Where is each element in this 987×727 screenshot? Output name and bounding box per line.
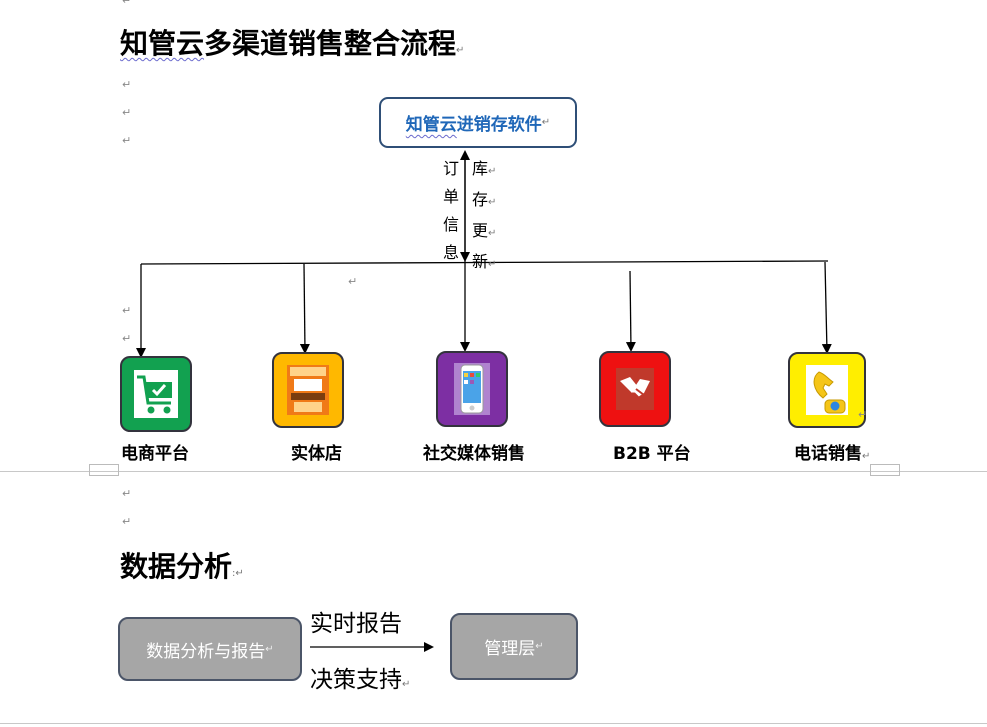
- channel-label-social: 社交媒体销售: [423, 444, 525, 464]
- page-bottom-line: [0, 723, 987, 724]
- horizontal-bus-line: [140, 260, 829, 265]
- channel-label-phone: 电话销售↵: [794, 444, 871, 464]
- label-char: 库: [472, 159, 489, 178]
- page-break-line: [0, 471, 987, 472]
- section-title-analysis: 数据分析:↵: [120, 550, 244, 583]
- software-box: 知管云进销存软件↵: [379, 97, 577, 148]
- storefront-icon: [287, 365, 329, 415]
- b2b-tile: [599, 351, 671, 427]
- section-title-text: 数据分析: [120, 550, 233, 583]
- phone-tile: [788, 352, 866, 428]
- paragraph-mark: ↵: [858, 408, 868, 421]
- paragraph-mark: ↵: [122, 332, 132, 345]
- decision-support-text: 决策支持: [310, 667, 402, 693]
- page-title: 知管云多渠道销售整合流程↵: [120, 27, 465, 60]
- label-char: 订: [443, 159, 460, 178]
- channel-label-b2b: B2B 平台: [613, 444, 691, 464]
- label-char: 新: [472, 252, 489, 271]
- channel-label-phone-text: 电话销售: [794, 444, 862, 464]
- arrow-to-store: [299, 263, 310, 354]
- management-box: 管理层↵: [450, 613, 578, 680]
- label-char: 信: [443, 215, 460, 234]
- paragraph-mark: ↵: [122, 304, 132, 317]
- paragraph-mark: ↵: [122, 134, 132, 147]
- order-info-label: 订 单 信 息: [443, 155, 463, 267]
- shopping-cart-icon: [134, 370, 178, 418]
- store-tile: [272, 352, 344, 428]
- social-tile: [436, 351, 508, 427]
- handshake-icon: [616, 368, 654, 410]
- arrow-to-b2b: [625, 270, 636, 352]
- analysis-report-box: 数据分析与报告↵: [118, 617, 302, 681]
- paragraph-mark: ↵: [122, 515, 132, 528]
- channel-label-store: 实体店: [291, 444, 342, 464]
- smartphone-icon: [454, 363, 490, 415]
- label-char: 息: [443, 243, 460, 262]
- software-brand: 知管云: [405, 115, 457, 135]
- title-brand: 知管云: [120, 27, 205, 60]
- margin-corner-right: [870, 464, 900, 476]
- paragraph-mark: ↵: [348, 275, 358, 288]
- management-text: 管理层: [484, 639, 536, 659]
- paragraph-mark: ↵: [122, 487, 132, 500]
- paragraph-mark: ↵: [122, 0, 132, 7]
- label-char: 存: [472, 190, 489, 209]
- margin-corner-left: [89, 464, 119, 476]
- telephone-icon: [806, 365, 848, 415]
- label-char: 更: [472, 221, 489, 240]
- decision-support-label: 决策支持↵: [310, 667, 411, 693]
- label-char: 单: [443, 187, 460, 206]
- title-rest: 多渠道销售整合流程: [204, 27, 457, 60]
- analysis-report-text: 数据分析与报告: [146, 641, 266, 662]
- realtime-report-label: 实时报告: [310, 611, 402, 637]
- paragraph-mark: ↵: [122, 106, 132, 119]
- flow-connectors: [136, 150, 832, 358]
- software-name: 进销存软件: [456, 115, 542, 135]
- channel-label-ecommerce: 电商平台: [121, 444, 189, 464]
- paragraph-mark: ↵: [122, 78, 132, 91]
- ecommerce-tile: [120, 356, 192, 432]
- arrow-to-phone: [821, 261, 832, 354]
- analysis-arrow: [310, 642, 434, 652]
- inventory-update-label: 库↵ 存↵ 更↵ 新↵: [472, 159, 497, 271]
